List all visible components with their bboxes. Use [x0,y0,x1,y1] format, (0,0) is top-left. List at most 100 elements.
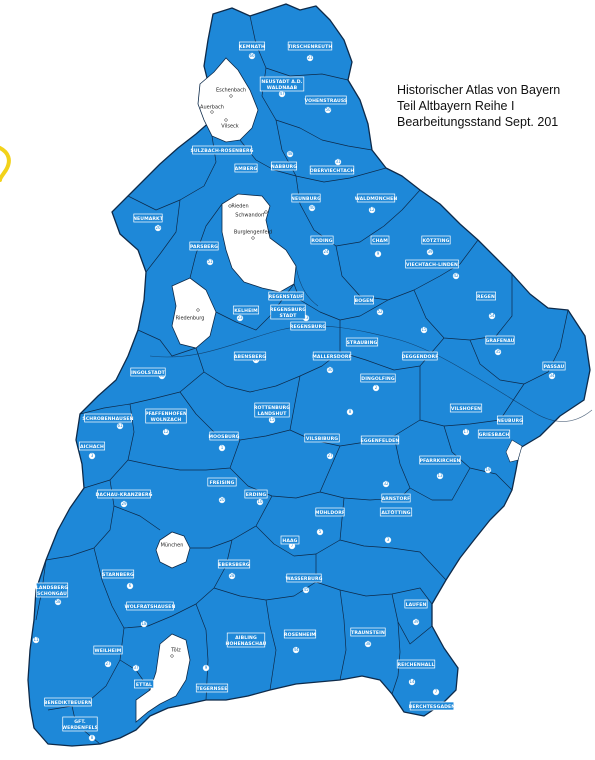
district-label-text: PFARRKIRCHEN [420,458,461,464]
district-label: SULZBACH-ROSENBERG [191,145,254,155]
svg-text:5: 5 [319,529,322,534]
district-label-text: ROSENHEIM [284,632,316,638]
district-label-text: INGOLSTADT [131,370,166,376]
district-label-text: TRAUNSTEIN [351,630,385,636]
district-label: REGENSBURG [290,321,326,331]
district-label: REGEN [476,291,496,301]
district-label-box [304,433,340,443]
district-label-text: EBERSBERG [218,562,250,568]
district-label-box [270,161,298,171]
district-label-text: DINGOLFING [361,376,395,382]
district-label-text: OBERVIECHTACH [310,168,355,174]
district-label-box [354,295,374,305]
place-toelz: Tölz [170,648,181,654]
district-label-box [254,402,290,418]
district-label-text: FREISING [210,480,235,486]
svg-text:13: 13 [437,473,443,478]
svg-text:54: 54 [489,313,495,318]
district-label-box [409,701,455,711]
district-label-text: SCHROBENHAUSEN [82,416,133,422]
district-label: WOLFRATSHAUSEN [125,601,176,611]
district-label-text: STRAUBING [347,340,378,346]
svg-text:51: 51 [207,259,213,264]
district-label: PASSAU [542,361,566,371]
district-label-text: AMBERG [235,166,258,172]
district-label: DEGGENDORF [402,351,439,361]
district-label-box [209,431,239,441]
svg-text:14: 14 [409,679,415,684]
district-label-text: ABENSBERG [234,354,266,360]
district-label: GFT.WERDENFELS [62,716,98,732]
district-label-text: MOOSBURG [208,434,239,440]
district-number-markers: 66 21 47 50 53 48 31 40 12 26 51 24 9 39… [32,52,556,742]
district-label-text: VOHENSTRAUSS [305,98,348,104]
svg-text:21: 21 [307,55,313,60]
district-label: DACHAU-KRANZBERG [95,489,153,499]
yellow-river-stroke [0,146,11,182]
district-label: VOHENSTRAUSS [305,95,348,105]
svg-text:15: 15 [421,327,427,332]
district-label-text: WOLFRATSHAUSEN [125,604,176,610]
svg-text:30: 30 [327,367,333,372]
district-label-box [44,697,92,707]
svg-text:27: 27 [327,453,333,458]
district-label: MALLERSDORF [312,351,352,361]
svg-text:12: 12 [163,429,169,434]
white-area-muenchen [155,531,191,569]
district-label: HAAG [280,535,300,545]
district-label-box [542,361,566,371]
rivers [149,265,593,422]
district-label: PFARRKIRCHEN [419,455,461,465]
district-label-box [283,629,317,639]
district-label-box [97,489,151,499]
district-label-text: KÖTZTING [423,237,450,244]
district-label-text: ERDING [246,492,267,498]
district-label-text: WASSERBURG [285,576,322,582]
district-label-text: WERDENFELS [62,725,98,731]
district-label-text: GFT. [74,719,86,725]
district-label-box [134,679,154,689]
district-label-text: LANDSHUT [258,411,288,417]
district-label: WASSERBURG [285,573,323,583]
district-label: MÜHLDORF [315,507,345,517]
district-label-box [419,455,461,465]
district-label-text: CHAM [372,238,388,244]
district-label-box [350,627,386,637]
district-label-text: PARSBERG [190,244,218,250]
district-label: STARNBERG [101,569,135,579]
svg-text:28: 28 [229,573,235,578]
svg-text:35: 35 [495,349,501,354]
district-label: VILSHOFEN [449,403,483,413]
district-label-text: LANDSBERG [36,585,68,591]
svg-text:58: 58 [55,599,61,604]
svg-text:7: 7 [291,543,294,548]
district-label-box [217,559,251,569]
district-label-box [379,507,413,517]
svg-text:45: 45 [303,587,309,592]
svg-text:23: 23 [237,315,243,320]
svg-text:40: 40 [309,205,315,210]
district-label: LAUFEN [404,599,428,609]
svg-text:20: 20 [219,497,225,502]
district-label: KEMNATH [238,41,266,51]
district-label: OBERVIECHTACH [310,165,355,175]
svg-text:27: 27 [105,661,111,666]
svg-text:3: 3 [387,537,390,542]
district-label: GRIESBACH [477,429,511,439]
district-label: MOOSBURG [208,431,240,441]
district-label-box [449,403,483,413]
svg-text:48: 48 [287,151,293,156]
district-label: NABBURG [270,161,298,171]
district-label-text: LAUFEN [406,602,427,608]
district-label-text: HAAG [282,538,297,544]
district-label-box [238,41,266,51]
district-label-box [280,535,300,545]
district-label: DINGOLFING [360,373,396,383]
district-label-box [370,235,390,245]
district-label-box [130,367,166,377]
district-label-text: DEGGENDORF [402,354,439,360]
